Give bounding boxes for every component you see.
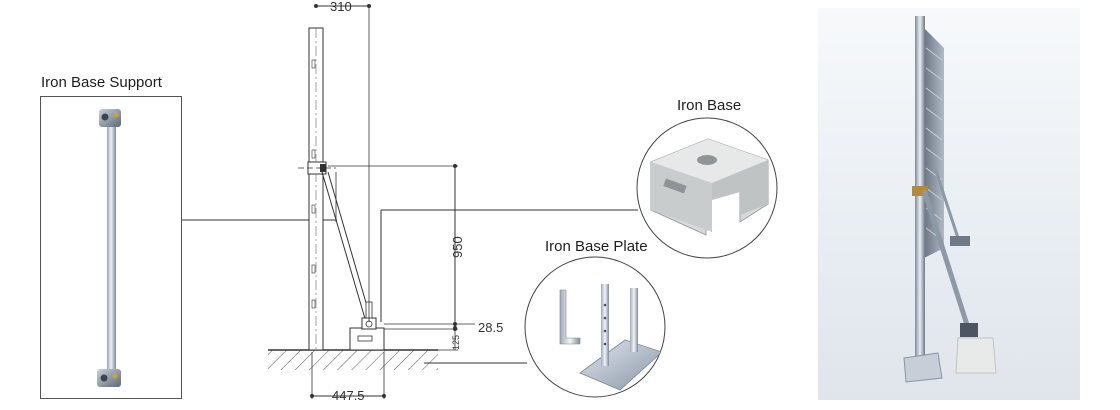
dim-447-5: [310, 352, 386, 399]
dim-125: [384, 331, 458, 351]
drawing-base-block: [349, 301, 385, 351]
upper-brace: [933, 167, 960, 239]
ground: [268, 349, 438, 370]
dim-28-5-label: 28.5: [478, 320, 504, 335]
concrete-base: [955, 337, 997, 374]
dim-310: [314, 4, 371, 322]
iron-base-label: Iron Base: [677, 97, 742, 114]
assembled-base-plate: [903, 352, 943, 383]
iron-base-plate-callout: [524, 256, 666, 398]
dim-950: [328, 164, 458, 330]
iron-base-callout: [636, 117, 778, 259]
dim-28-5: [384, 322, 475, 331]
iron-base-support-photo: [40, 96, 182, 399]
iron-base-plate-label: Iron Base Plate: [545, 238, 648, 255]
iron-base-support-label: Iron Base Support: [41, 74, 162, 91]
iron-base-support-illustration: [97, 109, 121, 387]
upper-clamp: [950, 236, 970, 246]
fence-post: [308, 27, 324, 351]
dim-447-5-label: 447.5: [332, 388, 365, 403]
iron-base-plate-illustration: [559, 284, 663, 391]
assembled-fence-photo: [818, 8, 1080, 400]
dim-310-label: 310: [330, 0, 352, 14]
bottom-clamp: [97, 369, 121, 387]
assembled-fence-illustration: [903, 16, 997, 383]
top-clamp: [99, 109, 121, 127]
brass-clamp: [912, 186, 928, 196]
dim-125-label: 125: [451, 334, 461, 350]
assembled-brace: [921, 189, 971, 329]
drawing-brace: [321, 171, 372, 323]
drawing-clamp-top: [298, 161, 336, 175]
leader-iron-base: [380, 209, 638, 322]
iron-base-illustration: [650, 138, 769, 236]
support-rod: [107, 123, 116, 377]
lower-clamp: [960, 323, 978, 337]
dim-950-label: 950: [450, 236, 465, 258]
